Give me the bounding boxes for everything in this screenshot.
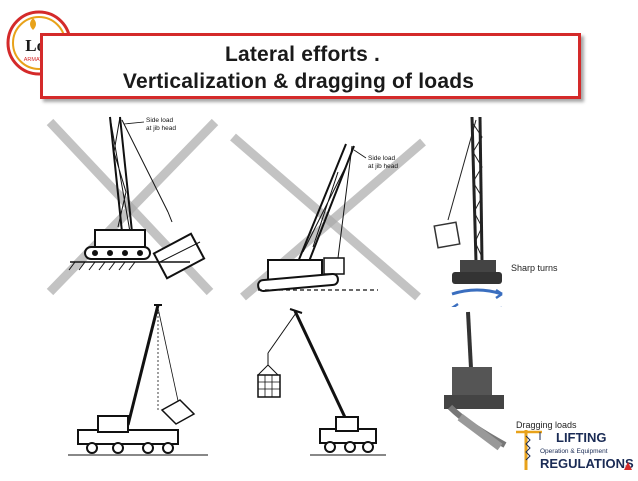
illustration-mobile-crane-basket <box>250 303 390 465</box>
caption-dragging-loads: Dragging loads <box>516 420 577 430</box>
illustration-sharp-turns-crane <box>430 112 510 302</box>
illustration-dragging-loads-crane <box>430 307 515 457</box>
caption-sharp-turns: Sharp turns <box>511 263 558 273</box>
slide-title-line1: Lateral efforts . <box>224 43 381 66</box>
side-load-label-2b: at jib head <box>368 163 398 170</box>
brand-word-operation: Operation & Equipment <box>540 448 608 455</box>
side-load-label-1a: Side load <box>146 117 173 124</box>
logo-subtext: ARMATURE <box>24 57 55 63</box>
brand-word-regulations: REGULATIONS <box>540 456 634 471</box>
illustration-side-load-crawler-1: Side load at jib head <box>40 112 220 297</box>
slide-title-line2: Verticalization & dragging of loads <box>122 70 475 93</box>
side-load-label-1b: at jib head <box>146 125 176 132</box>
illustration-side-load-crawler-2: Side load at jib head <box>228 132 428 302</box>
lifting-regulations-logo: LIFTING Operation & Equipment REGULATION… <box>512 424 636 476</box>
brand-word-lifting: LIFTING <box>556 430 607 445</box>
title-frame: Lateral efforts . Verticalization & drag… <box>40 33 581 99</box>
illustration-mobile-crane-vertical <box>58 300 218 465</box>
side-load-label-2a: Side load <box>368 155 395 162</box>
